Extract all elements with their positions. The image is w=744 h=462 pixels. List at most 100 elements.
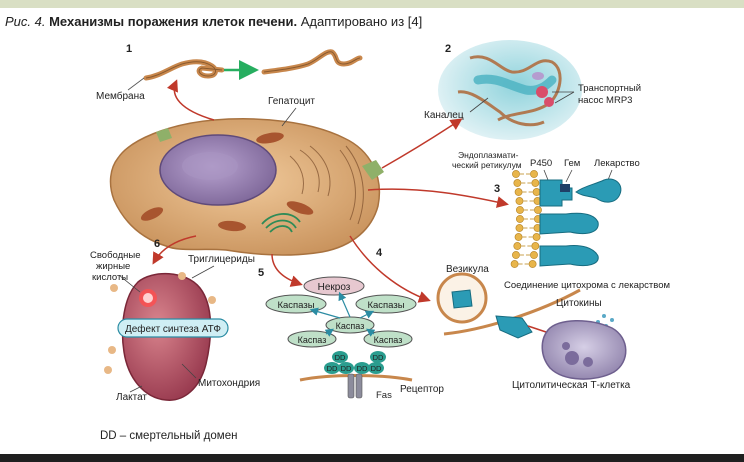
- atp-defect-label: Дефект синтеза АТФ: [125, 323, 221, 335]
- cascade-arrow-from-right: [366, 328, 376, 337]
- mrp3-label-line1: Транспортный: [578, 83, 641, 94]
- phospholipid-head: [513, 179, 522, 187]
- phospholipid-head: [530, 251, 538, 259]
- ffa-label-line3: кислоты: [92, 272, 128, 283]
- tcell-receptor-link: [527, 325, 547, 333]
- panel-6-number: 6: [154, 238, 160, 250]
- er-label-line2: ческий ретикулум: [452, 160, 522, 170]
- tcell-granule-1: [565, 351, 579, 365]
- panel-2-number: 2: [445, 43, 451, 55]
- mrp3-leader-2: [554, 91, 575, 104]
- vesicle-antigen: [451, 289, 473, 309]
- dd-6-label: DD: [371, 364, 382, 373]
- dd-3-label: DD: [327, 364, 338, 373]
- lipid-droplet-1: [110, 284, 118, 292]
- smooth-er-lines: [339, 145, 364, 225]
- tcell-label: Цитолитическая Т-клетка: [512, 380, 631, 391]
- atp-defect-badge: [117, 318, 229, 338]
- cytokine-dot-4: [610, 318, 614, 322]
- er-label-line1: Эндоплазмати-: [458, 150, 519, 160]
- cascade-arrow-up: [338, 291, 351, 318]
- phospholipid-head: [510, 260, 519, 268]
- panel-3-p450: 3 Эндоплазмати- ческий ретикулум P450 Ге…: [452, 150, 670, 291]
- phospholipid-head: [530, 170, 538, 178]
- rough-er-lines: [289, 145, 331, 197]
- dd-1: [332, 351, 348, 363]
- complex-label: Соединение цитохрома с лекарством: [504, 280, 670, 291]
- ffa-label-line1: Свободные: [90, 250, 141, 261]
- drug-leader: [607, 169, 613, 181]
- drug-label: Лекарство: [594, 158, 640, 169]
- canaliculus-patch-top: [156, 128, 172, 142]
- panel-5-number: 5: [258, 267, 264, 279]
- panel-6-mitochondrion: 6 Свободные жирные кислоты Триглицериды …: [90, 238, 260, 403]
- caspase-left-small-box: [287, 330, 337, 348]
- figure-label: Рис. 4.: [5, 14, 46, 29]
- golgi-apparatus: [261, 213, 301, 233]
- arrow-to-panel-5: [271, 253, 303, 287]
- phospholipid-head: [531, 179, 540, 187]
- mitochondrion-in-cell-2: [286, 201, 314, 215]
- membrane-intact-outline: [145, 61, 223, 79]
- pathway-arrows: [152, 79, 509, 303]
- caspase-right-small-label: Каспаз: [374, 335, 403, 345]
- mitochondrion-in-cell-4: [218, 220, 246, 232]
- lipid-droplet-2: [108, 346, 116, 354]
- phospholipid-head: [514, 188, 523, 196]
- dd-3: [324, 362, 340, 374]
- lactate-label: Лактат: [116, 392, 147, 403]
- p450-drug-complex-1: [539, 212, 599, 235]
- nucleolus: [182, 152, 238, 180]
- membrane-damaged-outline: [263, 51, 361, 73]
- mitochondrion-in-cell-1: [256, 132, 284, 144]
- mitochondrion-in-cell-3: [140, 207, 164, 221]
- hepatocyte-label: Гепатоцит: [268, 96, 315, 107]
- mrp3-pump-2: [544, 97, 554, 107]
- dd-4-label: DD: [341, 364, 352, 373]
- mrp3-pump-3: [532, 72, 544, 80]
- caspase-left-small-label: Каспаз: [298, 335, 327, 345]
- caspases-right-label: Каспазы: [367, 300, 404, 311]
- fas-label: Fas: [376, 390, 392, 401]
- cascade-arrow-left: [309, 307, 341, 319]
- phospholipid-head: [515, 197, 524, 205]
- mitochondrion-label: Митохондрия: [198, 378, 260, 389]
- triglycerides-leader: [191, 265, 215, 279]
- lipid-droplet-3: [104, 366, 112, 374]
- dd-6: [368, 362, 384, 374]
- phospholipid-head: [515, 224, 524, 232]
- panel-5-apoptosis: 5 Некроз Каспазы Каспазы Каспаз Каспаз К…: [258, 267, 444, 401]
- triglycerides-label: Триглицериды: [188, 254, 255, 265]
- phospholipid-head: [516, 206, 524, 214]
- vesicle-label: Везикула: [446, 264, 489, 275]
- dd-2-label: DD: [373, 353, 384, 362]
- dd-2: [370, 351, 386, 363]
- phospholipid-head: [516, 215, 524, 223]
- canaliculus-lumen: [473, 74, 557, 95]
- canaliculus-wall-lower: [457, 90, 545, 127]
- caspase-right-small-box: [363, 330, 413, 348]
- caspases-right-box: [355, 294, 417, 314]
- death-domain-cluster: DD DD DD DD DD DD: [324, 351, 386, 374]
- ffa-leader: [119, 275, 141, 293]
- hepatocyte: Гепатоцит: [109, 96, 384, 256]
- presented-antigen: [495, 315, 533, 339]
- membrane-leader: [127, 77, 145, 91]
- phospholipid-head: [534, 206, 542, 214]
- dd-5-label: DD: [357, 364, 368, 373]
- arrow-to-panel-3: [367, 188, 509, 208]
- necrosis-label: Некроз: [318, 282, 351, 293]
- er-membrane-bilayer: [510, 170, 542, 268]
- figure-source: Адаптировано из [4]: [300, 14, 423, 29]
- phospholipid-head: [512, 251, 520, 259]
- panel-4-tcell: 4 Везикула Цитокины Цитолитическая Т-кле…: [376, 247, 631, 391]
- tcell-granule-2: [583, 357, 593, 367]
- canaliculus-background: [438, 40, 582, 140]
- figure-caption: Рис. 4. Механизмы поражения клеток печен…: [5, 14, 422, 29]
- receptor-label: Рецептор: [400, 384, 444, 395]
- bottom-rule: [0, 454, 744, 462]
- caspases-left-label: Каспазы: [277, 300, 314, 311]
- canaliculus-patch-right: [362, 160, 384, 180]
- dd-5: [354, 362, 370, 374]
